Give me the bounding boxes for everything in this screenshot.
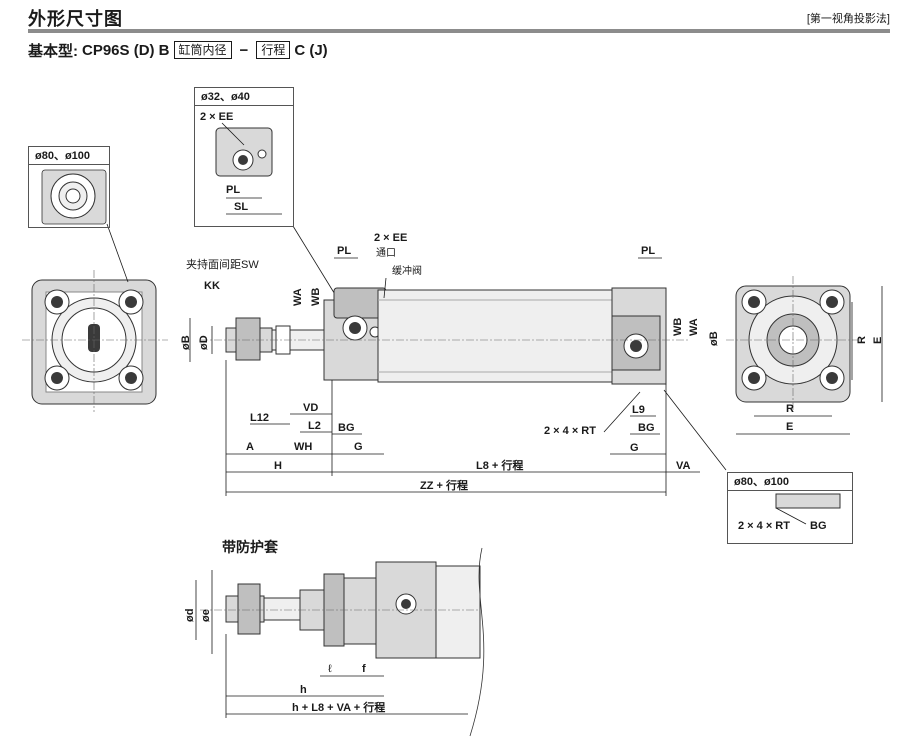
label-ee-inset: 2 × EE [200,111,234,123]
cap-end-view [726,276,883,435]
label-wa-rear: WA [688,318,700,336]
label-e-side: E [872,336,884,344]
inset-bore-80-100-right: ø80、ø100 [727,472,853,544]
inset-left-figure [41,169,107,225]
label-sl-inset: SL [234,201,249,213]
label-pl-rear: PL [641,245,656,257]
inset-title: ø80、ø100 [29,147,109,165]
main-side-view [200,287,690,385]
stroke-box: 行程 [256,41,291,59]
model-prefix: 基本型: [28,42,78,60]
label-l2: L2 [308,420,321,432]
label-bg-rear: BG [638,422,655,434]
label-boot-h: h [300,684,307,696]
label-boot-total: h + L8 + VA + 行程 [292,702,386,714]
label-wh: WH [294,441,313,453]
page-title: 外形尺寸图 [28,9,123,29]
label-g-rear: G [630,442,639,454]
label-b-rear: øB [708,331,720,346]
label-boot-d: ød [184,608,196,622]
label-b: øB [180,335,192,350]
label-sw: 夹持面间距SW [186,259,259,271]
model-code: CP96S (D) B [82,41,170,59]
label-h: H [274,460,282,472]
model-suffix: C (J) [294,41,328,59]
label-d: øD [198,335,210,350]
inset-bore-32-40: ø32、ø40 [194,87,294,227]
page-header: 外形尺寸图 [第一视角投影法] [28,5,890,33]
label-va: VA [676,460,691,472]
label-port: 通口 [376,248,396,259]
bore-box: 缸筒内径 [173,41,232,59]
label-rt-inset: 2 × 4 × RT [738,520,790,532]
inset-32-40-figure [215,122,337,297]
projection-note: [第一视角投影法] [806,13,890,25]
label-kk: KK [204,280,220,292]
label-zz-stroke: ZZ + 行程 [420,480,468,492]
rod-end-view [22,223,168,412]
label-rt: 2 × 4 × RT [544,425,596,437]
label-l12: L12 [250,412,269,424]
label-pl-inset: PL [226,184,241,196]
inset-title: ø80、ø100 [728,473,852,491]
label-cushion: 缓冲阀 [392,266,422,277]
boot-section-title: 带防护套 [222,539,278,555]
model-dash: − [239,41,249,59]
inset-bore-80-100-left: ø80、ø100 [28,146,110,228]
label-vd: VD [303,402,319,414]
label-pl-top: PL [337,245,352,257]
label-wb-rear: WB [672,317,684,336]
inset-right-figure [775,493,841,525]
label-bg: BG [338,422,355,434]
label-a: A [246,441,254,453]
label-l8-stroke: L8 + 行程 [476,460,524,472]
label-boot-e: øe [200,609,212,622]
model-code-line: 基本型: CP96S (D) B 缸筒内径 − 行程 C (J) [28,39,328,61]
header-rule [28,29,890,33]
inset-title: ø32、ø40 [195,88,293,106]
label-l9: L9 [632,404,645,416]
label-wa: WA [292,288,304,306]
label-r-bottom: R [786,403,794,415]
label-e-bottom: E [786,421,794,433]
label-boot-ell: ℓ [328,663,332,675]
label-bg-inset: BG [810,520,827,532]
label-r-side: R [856,336,868,344]
label-ee-main: 2 × EE [374,232,408,244]
boot-variant-view [195,547,485,737]
label-g: G [354,441,363,453]
label-boot-f: f [362,663,366,675]
label-wb: WB [310,287,322,306]
main-dimension-lines [189,257,727,496]
